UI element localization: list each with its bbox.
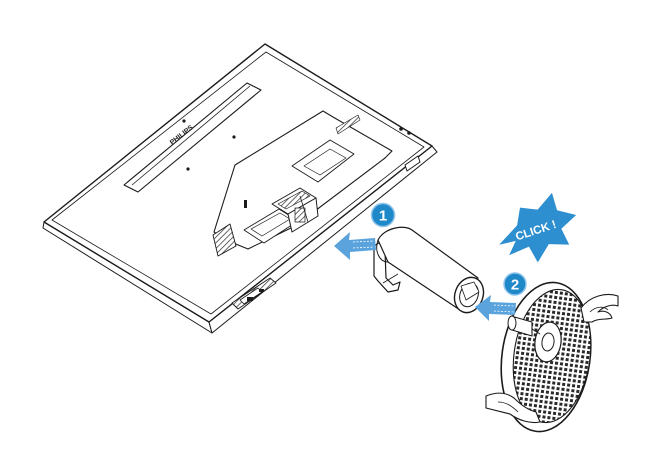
step-1-number: 1 <box>379 208 387 225</box>
arrow-left-icon <box>334 232 376 260</box>
arrow-left-icon <box>475 295 516 321</box>
stand-mount-bracket <box>244 187 319 233</box>
step-2-number: 2 <box>511 277 519 294</box>
click-burst-icon: CLICK ! <box>499 192 577 263</box>
stand-neck <box>373 226 485 314</box>
stand-base <box>485 281 619 433</box>
vesa-screw-holes <box>182 119 411 172</box>
step-2-badge-icon: 2 <box>503 272 527 296</box>
port-cluster <box>231 277 277 310</box>
step-1-badge-icon: 1 <box>370 202 396 228</box>
hand-top <box>580 293 619 323</box>
monitor-back: PHILIPS <box>42 43 438 334</box>
